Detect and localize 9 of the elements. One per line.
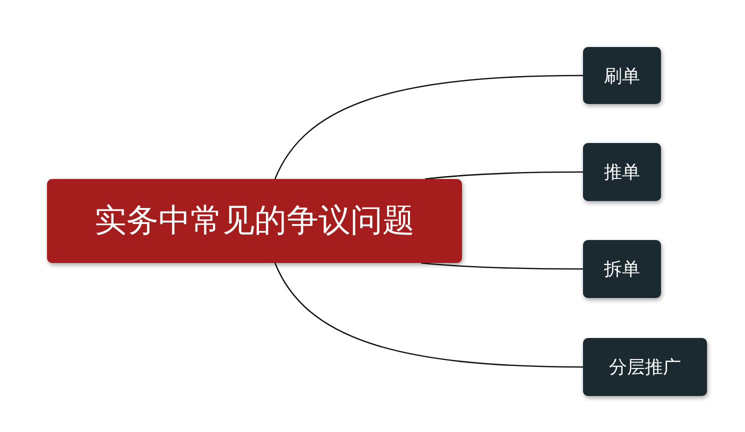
connector-line: [424, 171, 583, 180]
connector-line: [274, 74, 583, 180]
topic-box: 实务中常见的争议问题: [47, 179, 462, 263]
branch-box: 拆单: [583, 240, 661, 298]
branch-box: 刷单: [583, 47, 661, 104]
branch-box: 分层推广: [583, 338, 707, 396]
connector-line: [420, 262, 583, 270]
branch-box: 推单: [583, 143, 661, 201]
connector-line: [274, 262, 583, 368]
